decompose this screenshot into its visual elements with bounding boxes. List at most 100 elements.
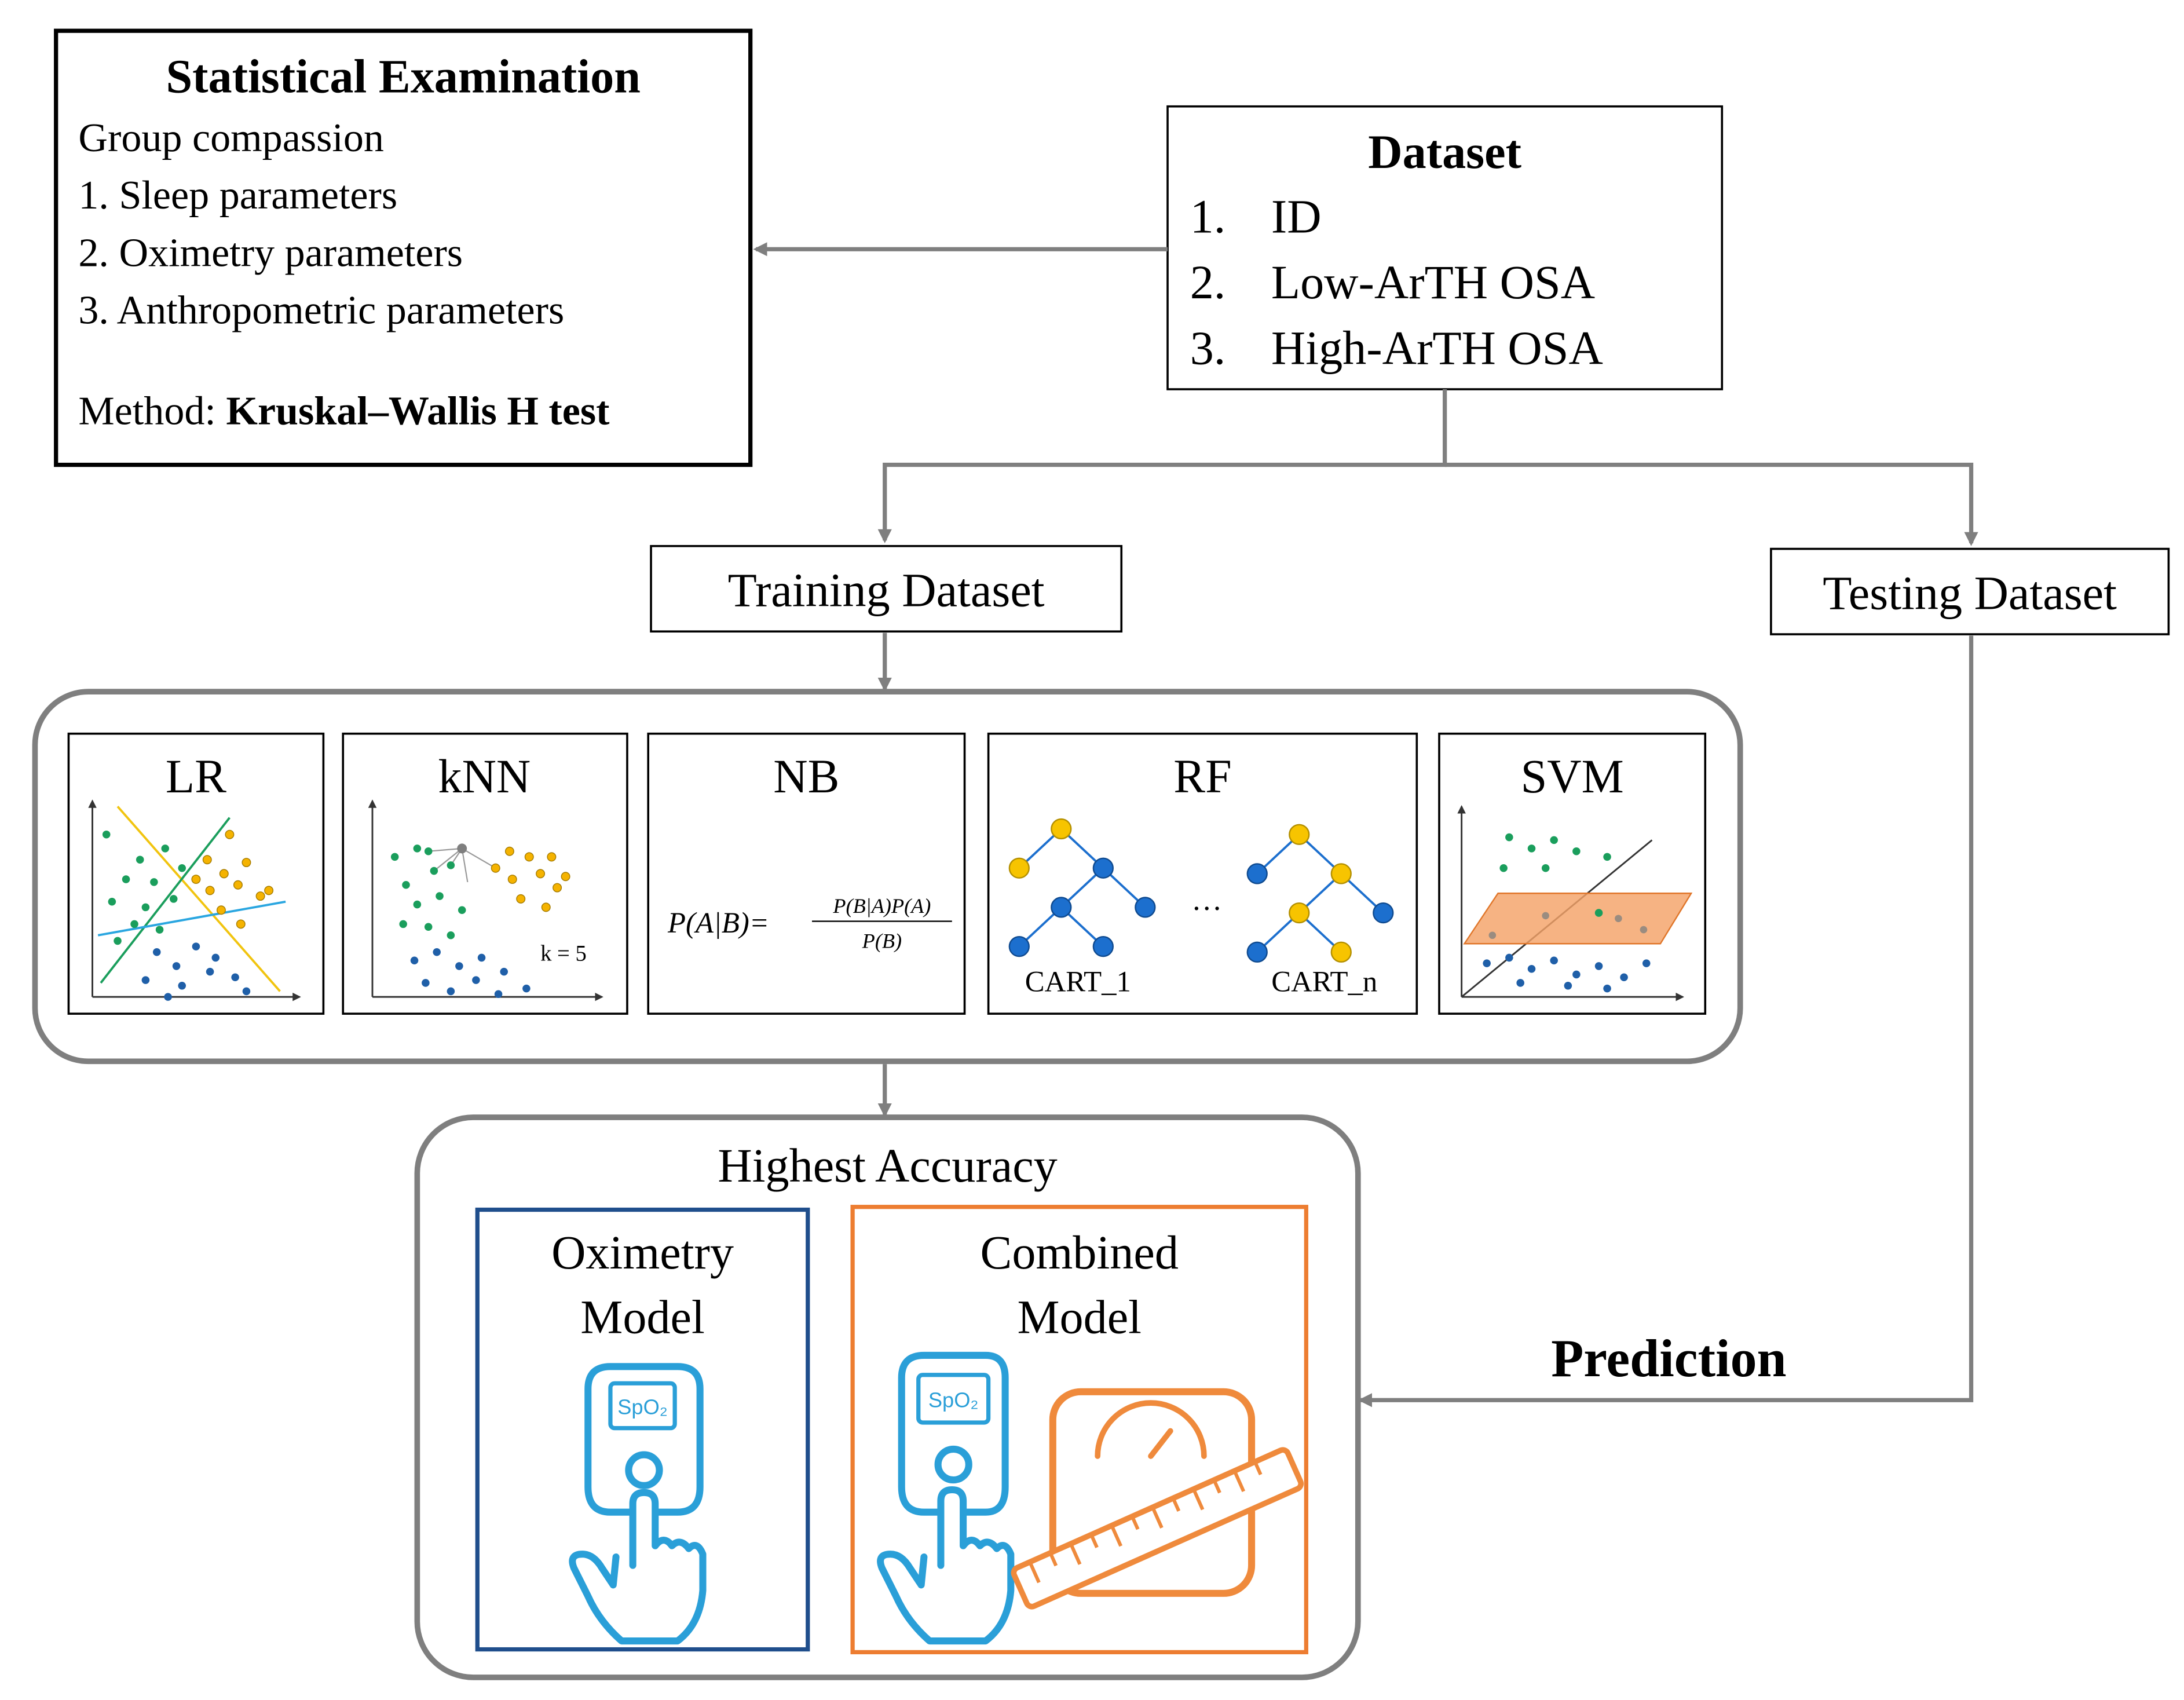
scatter-point xyxy=(206,967,214,976)
svm-points-green xyxy=(1499,833,1611,872)
stats-title: Statistical Examination xyxy=(166,50,640,103)
scatter-point xyxy=(141,976,150,984)
model-lr: LR xyxy=(67,732,325,1015)
dataset-item-2: Low-ArTH OSA xyxy=(1271,256,1595,309)
scatter-point xyxy=(1550,836,1558,844)
scatter-point xyxy=(436,892,444,900)
scatter-point xyxy=(114,937,122,945)
dataset-item-2-num: 2. xyxy=(1190,256,1226,309)
spo2-label: SpO₂ xyxy=(617,1395,668,1419)
lr-points-orange xyxy=(191,829,274,929)
scatter-point xyxy=(500,967,508,976)
scatter-point xyxy=(1564,982,1572,990)
arrow-testing-to-result xyxy=(1358,635,1974,1407)
scatter-point xyxy=(472,976,480,984)
pulse-oximeter-icon-combined xyxy=(898,1351,1009,1516)
scatter-point xyxy=(430,867,438,875)
spo2-label-combined: SpO₂ xyxy=(928,1388,979,1412)
scatter-point xyxy=(447,931,455,939)
training-dataset-box: Training Dataset xyxy=(650,544,1123,633)
scatter-point xyxy=(413,844,422,853)
dataset-item-1: ID xyxy=(1271,190,1322,243)
scatter-point xyxy=(122,875,130,883)
rf-cart-1-label: CART_1 xyxy=(1025,965,1131,997)
scatter-point xyxy=(455,962,463,970)
svm-points-blue xyxy=(1483,953,1651,993)
stats-line-oximetry: 2. Oximetry parameters xyxy=(78,231,463,275)
scatter-point xyxy=(1499,864,1508,872)
scatter-point xyxy=(1516,979,1524,987)
scatter-point xyxy=(1541,864,1550,872)
scatter-point xyxy=(150,878,158,886)
scatter-point xyxy=(504,846,514,856)
scatter-point xyxy=(447,987,455,996)
scatter-point xyxy=(231,973,239,982)
scatter-point xyxy=(536,869,546,879)
scatter-point xyxy=(1594,962,1603,970)
scatter-point xyxy=(524,852,534,862)
scatter-point xyxy=(424,847,433,856)
scatter-point xyxy=(1505,833,1513,842)
tape-tick xyxy=(1048,1552,1058,1567)
scatter-point xyxy=(264,886,274,895)
scatter-point xyxy=(178,982,186,990)
scatter-point xyxy=(413,900,422,909)
scatter-point xyxy=(1620,973,1628,982)
scatter-point xyxy=(1483,959,1491,967)
scatter-point xyxy=(433,948,441,956)
tape-tick xyxy=(1232,1470,1246,1493)
scatter-point xyxy=(1603,853,1611,861)
rf-tree-1-nodes xyxy=(1008,818,1156,957)
scatter-point xyxy=(424,923,433,931)
rf-ellipsis: … xyxy=(1191,883,1222,917)
dataset-box: Dataset 1. ID 2. Low-ArTH OSA 3. High-Ar… xyxy=(1166,105,1724,390)
nb-formula-lhs: P(A|B)= xyxy=(667,906,769,939)
prediction-label: Prediction xyxy=(1551,1329,1786,1388)
knn-k-label: k = 5 xyxy=(540,941,587,966)
statistical-examination-box: Statistical Examination Group compassion… xyxy=(54,28,753,467)
measuring-tape-icon xyxy=(1011,1447,1304,1610)
scatter-point xyxy=(1642,959,1651,967)
scatter-point xyxy=(178,864,186,872)
scatter-point xyxy=(172,962,181,970)
tape-tick xyxy=(1212,1479,1221,1494)
tape-tick xyxy=(1089,1534,1099,1548)
knn-points-blue xyxy=(410,948,531,999)
scatter-point xyxy=(422,979,430,987)
tape-tick xyxy=(1110,1524,1123,1547)
scatter-point xyxy=(242,858,251,868)
scatter-point xyxy=(236,919,246,929)
tape-tick xyxy=(1253,1461,1263,1476)
combined-title-1: Combined xyxy=(981,1226,1179,1279)
scatter-point xyxy=(1572,970,1581,979)
combined-model-box: Combined Model SpO₂ xyxy=(850,1205,1308,1655)
scatter-point xyxy=(553,883,562,893)
lr-points-blue xyxy=(141,942,251,1001)
dataset-item-1-num: 1. xyxy=(1190,190,1226,243)
stats-method-name: Kruskal–Wallis H test xyxy=(226,389,610,433)
scatter-point xyxy=(1527,965,1536,973)
scatter-point xyxy=(1615,915,1622,923)
scatter-point xyxy=(205,886,215,895)
model-knn-label: kNN xyxy=(438,750,531,803)
scatter-point xyxy=(447,861,455,869)
scatter-point xyxy=(507,875,517,884)
scatter-point xyxy=(155,926,164,934)
model-rf: RF xyxy=(987,732,1418,1015)
scatter-point xyxy=(225,829,235,839)
scatter-point xyxy=(216,905,226,915)
stats-line-sleep: 1. Sleep parameters xyxy=(78,173,397,218)
scatter-point xyxy=(541,902,551,912)
stats-line-anthropometric: 3. Anthropometric parameters xyxy=(78,288,564,332)
scatter-point xyxy=(491,863,500,873)
model-knn: kNN k = 5 xyxy=(342,732,628,1015)
tape-tick xyxy=(1131,1515,1140,1530)
scatter-point xyxy=(141,903,150,912)
model-rf-label: RF xyxy=(1173,750,1232,803)
scatter-point xyxy=(547,852,557,862)
rf-cart-n-label: CART_n xyxy=(1271,965,1377,997)
scatter-point xyxy=(169,895,178,903)
scatter-point xyxy=(1550,956,1558,965)
stats-method: Method: Kruskal–Wallis H test xyxy=(78,389,610,433)
